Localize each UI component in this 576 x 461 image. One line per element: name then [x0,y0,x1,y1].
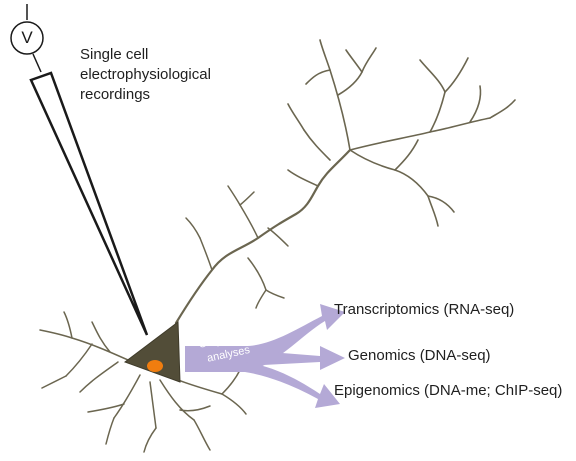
recording-label-line-3: recordings [80,86,151,103]
genomics-arrow [245,346,345,370]
recording-electrode [29,71,149,336]
neuron-dendrites-basal [39,311,247,453]
voltmeter-icon [10,21,44,55]
epigenomics-arrow [245,362,340,408]
voltmeter-symbol: V [21,28,33,47]
neuron-dendrites-upper [287,39,516,227]
recording-label-line-1: Single cell [80,46,149,63]
voltmeter-lead-bottom [32,53,42,73]
neuron-branches-mid [185,185,289,309]
output-epigenomics: Epigenomics (DNA-me; ChIP-seq) [334,382,563,399]
analysis-arrows [185,304,345,408]
transcriptomics-arrow [185,304,345,372]
neuron-axon [174,148,352,325]
output-genomics: Genomics (DNA-seq) [348,347,491,364]
output-transcriptomics: Transcriptomics (RNA-seq) [334,301,515,318]
neuron-nucleus [147,360,163,372]
neuron-soma [123,321,181,383]
recording-label-line-2: electrophysiological [80,66,211,83]
